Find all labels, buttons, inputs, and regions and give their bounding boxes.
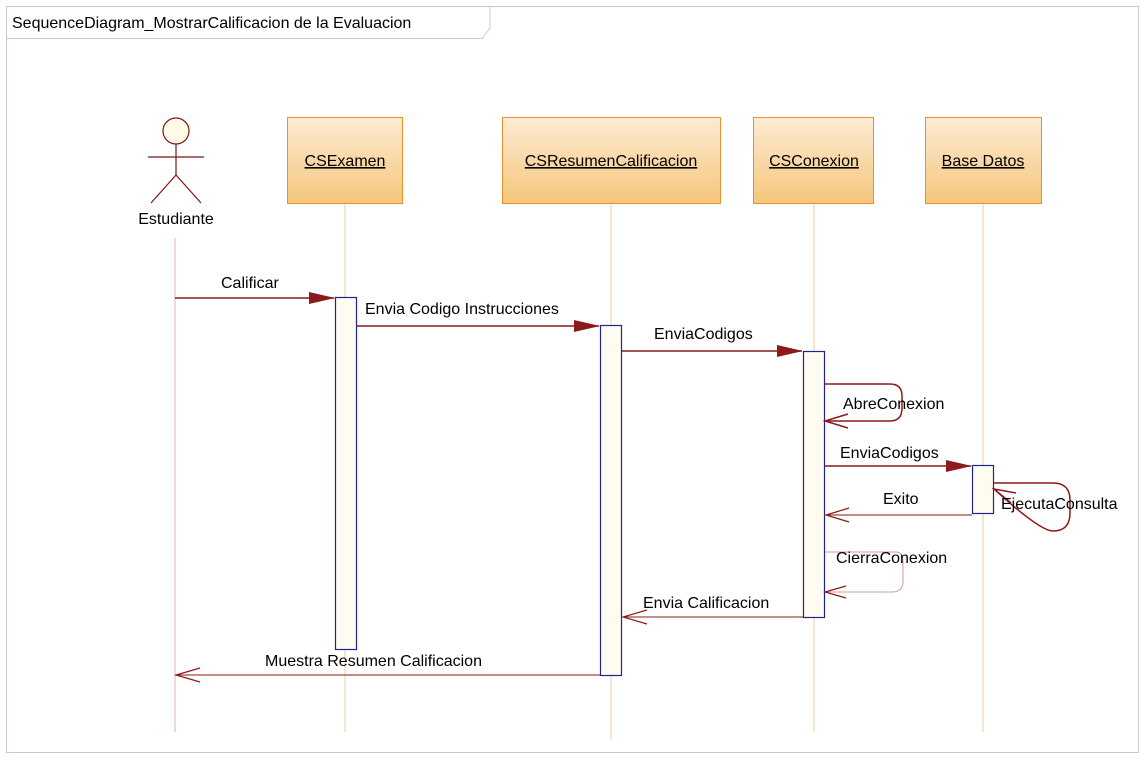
actor-label: Estudiante bbox=[138, 211, 214, 228]
actor-right-leg bbox=[175, 174, 202, 204]
message-ejecutaconsulta: EjecutaConsulta bbox=[991, 482, 1118, 532]
self-loop bbox=[825, 551, 904, 593]
message-label: Exito bbox=[883, 491, 919, 508]
actor-head bbox=[162, 117, 190, 145]
object-label: CSResumenCalificacion bbox=[525, 153, 698, 170]
message-label: CierraConexion bbox=[836, 550, 947, 567]
arrowhead-open bbox=[822, 585, 847, 599]
message-label: Envia Codigo Instrucciones bbox=[365, 301, 559, 318]
activation-csexamen bbox=[334, 296, 358, 651]
message-exito: Exito bbox=[823, 491, 972, 523]
arrowhead-filled bbox=[309, 292, 335, 304]
self-loop bbox=[825, 383, 903, 422]
arrowhead-filled bbox=[574, 320, 600, 332]
actor-estudiante: Estudiante bbox=[138, 117, 214, 228]
self-loop bbox=[993, 482, 1071, 532]
message-cierraconexion: CierraConexion bbox=[822, 550, 947, 599]
message-enviacodigos-1: EnviaCodigos bbox=[622, 326, 803, 357]
object-label: CSConexion bbox=[769, 153, 859, 170]
arrowhead-open bbox=[822, 413, 849, 429]
message-envia-calificacion: Envia Calificacion bbox=[620, 595, 803, 625]
object-box bbox=[502, 117, 721, 204]
message-label: Envia Calificacion bbox=[643, 595, 769, 612]
object-csexamen: CSExamen bbox=[287, 117, 403, 204]
object-csresumencalificacion: CSResumenCalificacion bbox=[502, 117, 721, 204]
message-abreconexion: AbreConexion bbox=[822, 383, 944, 429]
activation-base-datos bbox=[971, 464, 995, 515]
activation-csconexion bbox=[802, 350, 826, 619]
activation-csresumencalificacion bbox=[599, 324, 623, 677]
message-label: EjecutaConsulta bbox=[1001, 496, 1118, 513]
arrowhead-open bbox=[823, 507, 850, 523]
frame-title: SequenceDiagram_MostrarCalificacion de l… bbox=[12, 15, 411, 32]
arrowhead-filled bbox=[777, 345, 803, 357]
message-label: Calificar bbox=[221, 275, 279, 292]
message-label: EnviaCodigos bbox=[840, 445, 939, 462]
actor-left-leg bbox=[150, 174, 177, 204]
message-label: AbreConexion bbox=[843, 396, 944, 413]
object-box bbox=[287, 117, 403, 204]
arrowhead-open bbox=[620, 609, 648, 625]
message-envia-codigo-instrucciones: Envia Codigo Instrucciones bbox=[357, 301, 600, 332]
object-base-datos: Base Datos bbox=[925, 117, 1042, 204]
frame-title-tab bbox=[6, 6, 491, 39]
arrowhead-open bbox=[173, 667, 201, 683]
arrowhead-open bbox=[991, 487, 1017, 504]
message-calificar: Calificar bbox=[175, 275, 335, 304]
message-enviacodigos-2: EnviaCodigos bbox=[825, 445, 972, 472]
message-muestra-resumen-calificacion: Muestra Resumen Calificacion bbox=[173, 653, 600, 683]
activations bbox=[334, 296, 995, 677]
diagram-frame-border bbox=[6, 6, 1139, 753]
message-label: Muestra Resumen Calificacion bbox=[265, 653, 482, 670]
object-csconexion: CSConexion bbox=[753, 117, 874, 204]
object-box bbox=[753, 117, 874, 204]
object-label: Base Datos bbox=[942, 153, 1025, 170]
object-box bbox=[925, 117, 1042, 204]
object-label: CSExamen bbox=[305, 153, 386, 170]
message-label: EnviaCodigos bbox=[654, 326, 753, 343]
arrowhead-filled bbox=[946, 460, 972, 472]
